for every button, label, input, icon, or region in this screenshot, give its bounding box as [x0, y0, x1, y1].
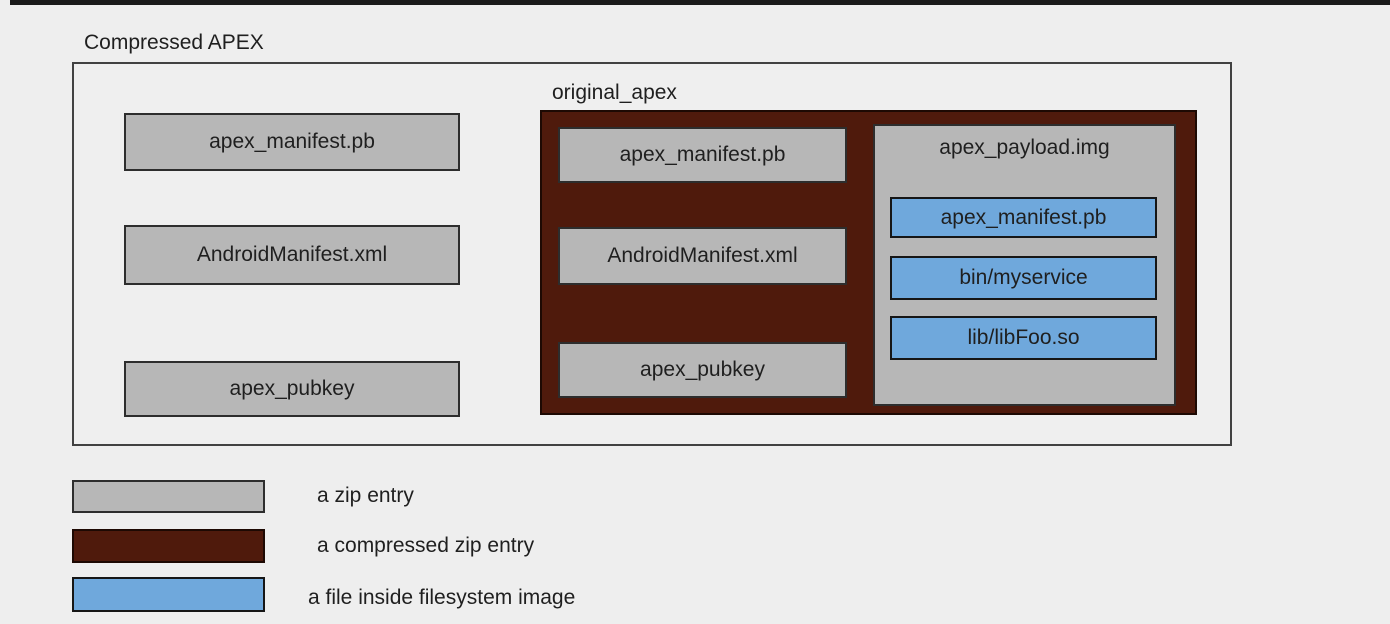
zip-entry-apex-pubkey: apex_pubkey: [124, 361, 460, 417]
legend-filesystem-file-label: a file inside filesystem image: [308, 586, 576, 609]
inner-zip-entry-android-manifest: AndroidManifest.xml: [558, 227, 847, 285]
payload-file-lib-libfoo: lib/libFoo.so: [890, 316, 1157, 360]
inner-zip-entry-apex-pubkey: apex_pubkey: [558, 342, 847, 398]
zip-entry-android-manifest: AndroidManifest.xml: [124, 225, 460, 285]
diagram-title: Compressed APEX: [84, 31, 264, 54]
original-apex-label: original_apex: [552, 81, 677, 104]
legend-zip-entry-label: a zip entry: [317, 484, 414, 507]
zip-entry-apex-manifest: apex_manifest.pb: [124, 113, 460, 171]
payload-file-apex-manifest: apex_manifest.pb: [890, 197, 1157, 238]
window-top-edge: [10, 0, 1390, 5]
legend-compressed-zip-entry-swatch: [72, 529, 265, 563]
inner-zip-entry-apex-manifest: apex_manifest.pb: [558, 127, 847, 183]
payload-file-bin-myservice: bin/myservice: [890, 256, 1157, 300]
apex-payload-title: apex_payload.img: [939, 136, 1110, 159]
legend-zip-entry-swatch: [72, 480, 265, 513]
legend-filesystem-file-swatch: [72, 577, 265, 612]
legend-compressed-zip-entry-label: a compressed zip entry: [317, 534, 535, 557]
